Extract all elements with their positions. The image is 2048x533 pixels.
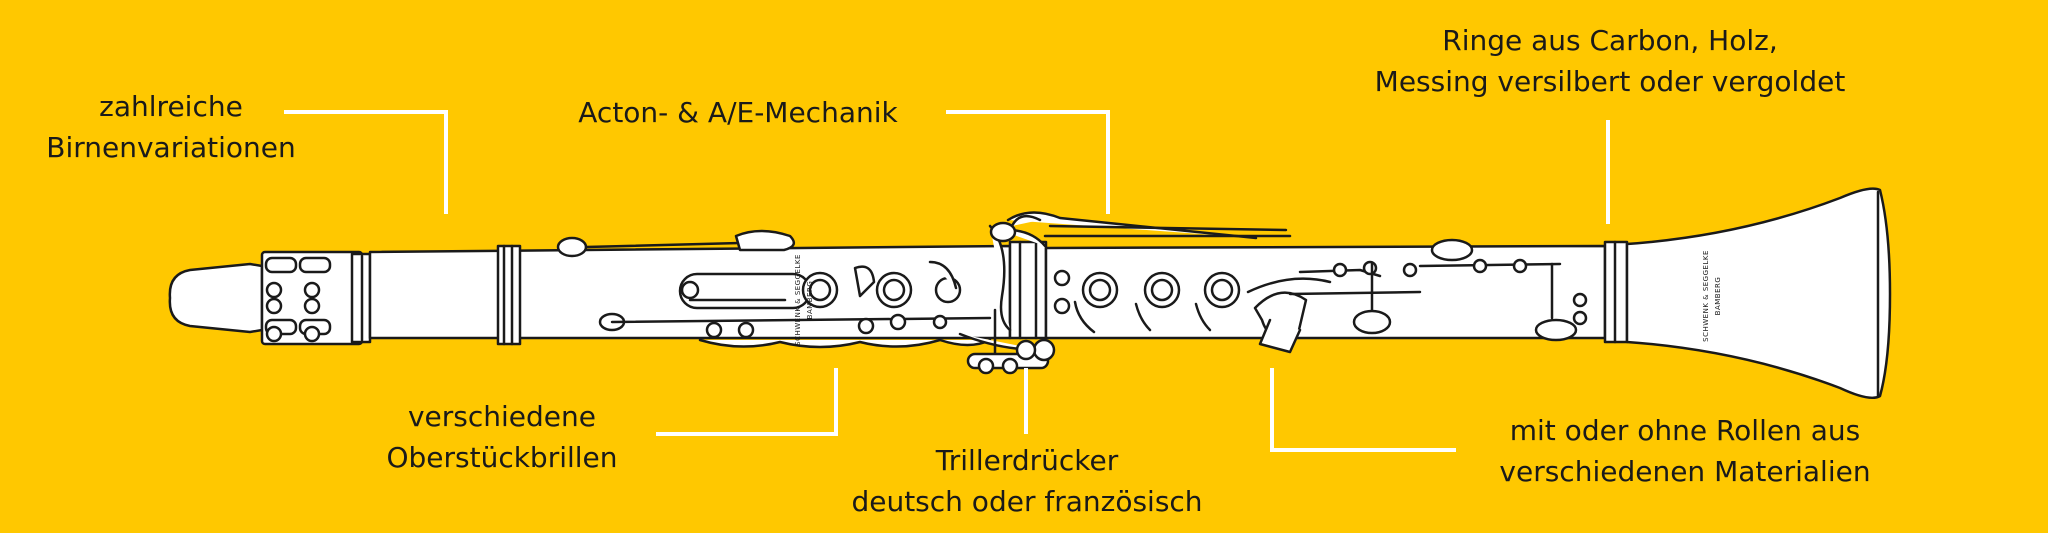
callout-trill-line2: deutsch oder französisch bbox=[851, 485, 1203, 518]
callout-rollers-line2: verschiedenen Materialien bbox=[1499, 455, 1871, 488]
callout-rings: Ringe aus Carbon, Holz, Messing versilbe… bbox=[1340, 20, 1880, 102]
callout-rollers: mit oder ohne Rollen aus verschiedenen M… bbox=[1470, 410, 1900, 492]
leader-lines bbox=[284, 110, 1610, 452]
callout-mechanism-line1: Acton- & A/E-Mechanik bbox=[578, 96, 898, 129]
callout-rings-line2: Messing versilbert oder vergoldet bbox=[1374, 65, 1846, 98]
callout-barrel-line2: Birnenvariationen bbox=[46, 131, 296, 164]
callout-rollers-line1: mit oder ohne Rollen aus bbox=[1509, 414, 1861, 447]
leader-mechanism bbox=[946, 110, 1110, 214]
upper-joint-engraving-sub: BAMBERG bbox=[806, 281, 814, 320]
trill-keys bbox=[966, 211, 1292, 375]
barrel-hardware bbox=[264, 256, 332, 343]
upper-joint-engraving: SCHWENK & SEGGELKE bbox=[794, 254, 802, 346]
leader-spectacles bbox=[656, 368, 838, 436]
lower-joint-keys bbox=[1053, 238, 1588, 354]
callout-trill: Trillerdrücker deutsch oder französisch bbox=[830, 440, 1224, 522]
callout-spectacles-line1: verschiedene bbox=[407, 400, 596, 433]
bell bbox=[1625, 187, 1892, 399]
callout-barrel: zahlreiche Birnenvariationen bbox=[36, 86, 306, 168]
callout-trill-line1: Trillerdrücker bbox=[935, 444, 1119, 477]
bell-engraving: SCHWENK & SEGGELKE bbox=[1702, 250, 1710, 342]
callout-mechanism: Acton- & A/E-Mechanik bbox=[548, 92, 928, 133]
leader-barrel bbox=[284, 110, 448, 214]
callout-spectacles-line2: Oberstückbrillen bbox=[386, 441, 618, 474]
callout-rings-line1: Ringe aus Carbon, Holz, bbox=[1442, 24, 1778, 57]
bell-engraving-sub: BAMBERG bbox=[1714, 277, 1722, 316]
callout-barrel-line1: zahlreiche bbox=[99, 90, 243, 123]
leader-rollers bbox=[1270, 368, 1456, 452]
upper-joint-keys bbox=[556, 229, 1042, 352]
callout-spectacles: verschiedene Oberstückbrillen bbox=[370, 396, 634, 478]
mouthpiece bbox=[168, 262, 264, 334]
